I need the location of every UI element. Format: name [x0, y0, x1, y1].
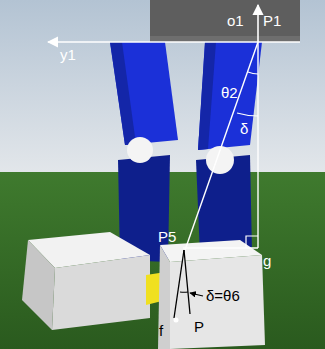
- annotation-label: θ2: [221, 84, 238, 102]
- y-axis-arrow: [48, 41, 300, 43]
- right-thigh-side: [198, 42, 216, 150]
- horizontal-line: [183, 247, 258, 248]
- vertical-line: [257, 42, 258, 248]
- right-foot-side: [158, 245, 170, 349]
- left-thigh-side: [110, 42, 136, 145]
- hip-edge: [150, 36, 300, 42]
- annotation-label: P5: [158, 228, 176, 246]
- delta-arc: [237, 113, 258, 116]
- left-foot-front: [52, 255, 150, 330]
- left-knee: [127, 137, 153, 163]
- annotation-label: δ: [240, 120, 248, 138]
- annotation-label: P: [194, 318, 204, 336]
- annotation-label: g: [263, 252, 271, 270]
- left-foot-side: [22, 240, 55, 330]
- leg-line: [185, 42, 258, 250]
- sky: [0, 0, 325, 172]
- annotation-label: o1: [227, 12, 244, 30]
- angle-pointer: [190, 293, 203, 296]
- z-axis-arrow: [257, 5, 259, 42]
- right-foot-front: [170, 255, 265, 349]
- right-angle-mark: [246, 236, 258, 248]
- annotation-label: P1: [263, 12, 281, 30]
- theta2-arc: [248, 72, 258, 74]
- annotation-label: y1: [60, 46, 76, 64]
- delta-theta6-arc: [180, 291, 188, 292]
- p-line: [184, 250, 190, 314]
- hip-body: [150, 0, 300, 42]
- point-f: [174, 318, 179, 323]
- left-thigh: [110, 42, 178, 145]
- f-line: [174, 250, 184, 318]
- annotation-label: f: [159, 322, 163, 340]
- annotation-label: δ=θ6: [206, 287, 240, 305]
